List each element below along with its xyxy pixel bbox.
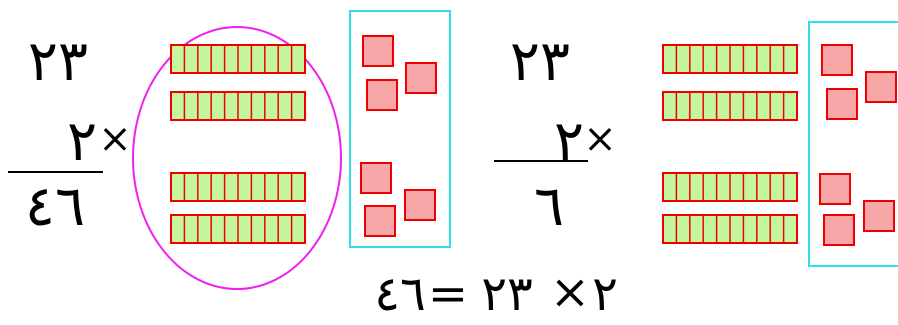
unit-square (822, 45, 852, 75)
unit-square (367, 80, 397, 110)
right-multiplier: ٢ (554, 109, 584, 174)
equation-times-sign: × (550, 264, 590, 320)
unit-square (824, 215, 854, 245)
unit-square (363, 36, 393, 66)
right-result: ٦ (534, 174, 564, 239)
unit-square (820, 174, 850, 204)
equation-result: ٤٦ (374, 266, 426, 320)
unit-square (406, 63, 436, 93)
tens-rod (171, 92, 305, 120)
unit-square (365, 206, 395, 236)
tens-rod (171, 45, 305, 73)
unit-square (864, 201, 894, 231)
left-result: ٤٦ (25, 174, 85, 239)
left-problem: ٢٣ ٢ × ٤٦ (8, 29, 132, 239)
right-times-sign: × (583, 116, 617, 162)
tens-rod (663, 92, 797, 120)
equation: ٤٦ = ٢٣ × ٢ (374, 264, 618, 320)
right-multiplicand: ٢٣ (510, 29, 570, 94)
tens-rod (663, 45, 797, 73)
unit-square (866, 72, 896, 102)
left-multiplier: ٢ (67, 109, 97, 174)
equation-multiplicand: ٢٣ (481, 266, 533, 320)
left-times-sign: × (98, 116, 132, 162)
equation-multiplier: ٢ (592, 266, 618, 320)
left-multiplicand: ٢٣ (28, 29, 88, 94)
equation-equals: = (428, 266, 468, 320)
unit-squares-left (361, 36, 436, 236)
tens-rod (663, 173, 797, 201)
tens-rods-left (171, 45, 305, 243)
unit-square (405, 190, 435, 220)
tens-rods-right (663, 45, 797, 243)
tens-rod (171, 215, 305, 243)
right-problem: ٢٣ ٢ × ٦ (494, 29, 617, 239)
tens-rod (663, 215, 797, 243)
unit-squares-right (820, 45, 896, 245)
unit-square (827, 89, 857, 119)
unit-square (361, 163, 391, 193)
tens-rod (171, 173, 305, 201)
